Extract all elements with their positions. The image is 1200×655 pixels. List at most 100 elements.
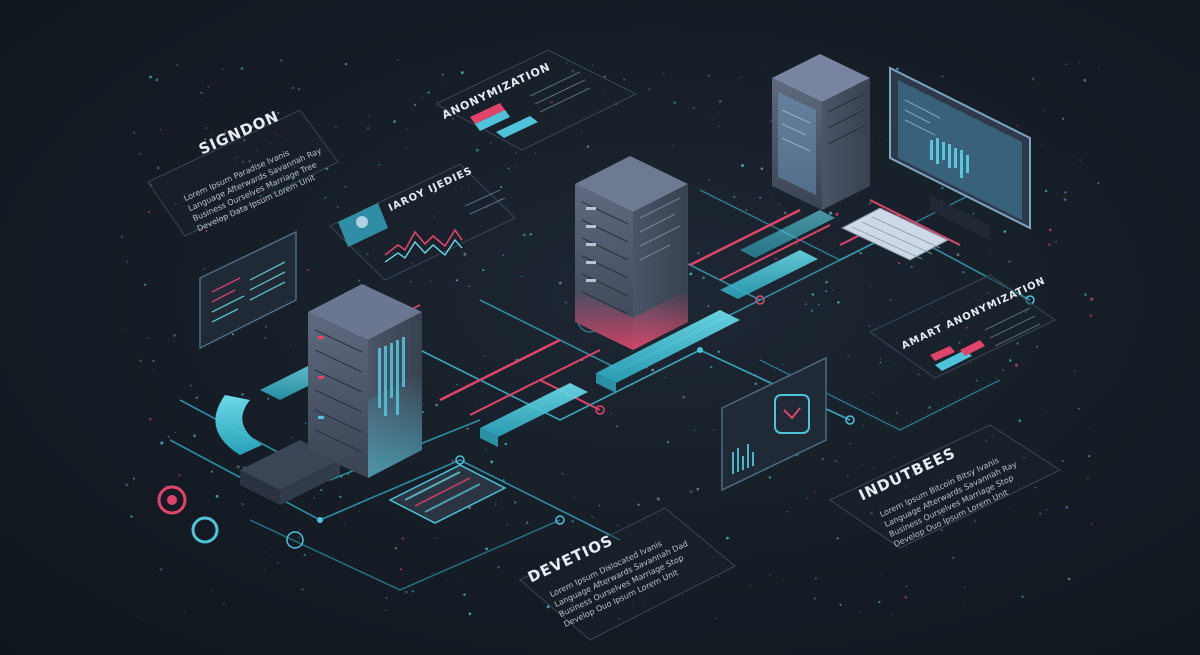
particle bbox=[713, 429, 715, 431]
particle bbox=[782, 363, 784, 366]
particle bbox=[1039, 512, 1042, 516]
particle bbox=[868, 202, 872, 205]
particle bbox=[760, 167, 764, 170]
particle bbox=[847, 354, 850, 357]
particle bbox=[439, 573, 441, 575]
particle bbox=[148, 211, 151, 214]
particle bbox=[1031, 77, 1035, 81]
particle bbox=[818, 303, 820, 306]
particle bbox=[435, 403, 438, 407]
particle bbox=[405, 146, 407, 148]
particle bbox=[222, 602, 226, 605]
particle bbox=[1007, 507, 1009, 509]
particle bbox=[859, 252, 862, 255]
particle bbox=[754, 382, 758, 385]
particle bbox=[873, 466, 875, 469]
particle bbox=[160, 441, 164, 445]
particle bbox=[682, 395, 685, 399]
particle bbox=[673, 101, 676, 105]
particle bbox=[484, 355, 486, 358]
particle bbox=[910, 266, 913, 269]
particle bbox=[155, 78, 159, 82]
particle bbox=[707, 305, 710, 307]
particle bbox=[693, 429, 696, 432]
particle bbox=[305, 422, 307, 424]
particle bbox=[264, 325, 268, 329]
particle bbox=[1055, 241, 1057, 243]
particle bbox=[918, 370, 920, 372]
particle bbox=[775, 257, 777, 260]
particle bbox=[811, 293, 815, 296]
particle bbox=[224, 128, 227, 131]
indutbees-panel bbox=[828, 424, 1062, 549]
particle bbox=[529, 233, 532, 236]
particle bbox=[1078, 408, 1080, 410]
particle bbox=[825, 280, 828, 284]
particle bbox=[697, 252, 700, 255]
particle bbox=[147, 337, 150, 340]
particle bbox=[264, 337, 266, 339]
particle bbox=[335, 125, 337, 128]
particle bbox=[240, 67, 244, 70]
particle bbox=[506, 524, 509, 526]
particle bbox=[221, 68, 223, 70]
particle bbox=[174, 431, 176, 434]
particle bbox=[1046, 508, 1048, 511]
particle bbox=[159, 128, 162, 132]
particle bbox=[549, 357, 551, 359]
particle bbox=[301, 588, 304, 591]
particle bbox=[200, 91, 203, 95]
particle bbox=[263, 243, 265, 245]
particle bbox=[891, 614, 893, 616]
particle bbox=[1034, 486, 1037, 489]
particle bbox=[858, 610, 861, 613]
particle bbox=[769, 119, 773, 123]
particle bbox=[1008, 260, 1011, 263]
analytics-screen-panel bbox=[721, 356, 827, 492]
particle bbox=[149, 75, 152, 79]
particle bbox=[189, 509, 191, 511]
particle bbox=[677, 163, 679, 165]
particle bbox=[974, 520, 976, 522]
particle bbox=[385, 597, 388, 599]
particle bbox=[148, 417, 152, 421]
particle bbox=[1035, 345, 1039, 348]
particle bbox=[814, 577, 817, 580]
particle bbox=[898, 262, 901, 265]
particle bbox=[427, 91, 430, 94]
particle bbox=[502, 254, 505, 257]
particle bbox=[521, 276, 523, 278]
particle bbox=[546, 605, 550, 609]
particle bbox=[765, 101, 767, 103]
particle bbox=[702, 276, 705, 280]
particle bbox=[860, 464, 863, 467]
particle bbox=[1078, 62, 1080, 64]
particle bbox=[592, 388, 594, 390]
particle bbox=[1003, 230, 1007, 233]
particle bbox=[1015, 363, 1018, 367]
particle bbox=[241, 502, 244, 506]
particle bbox=[468, 612, 472, 616]
particle bbox=[917, 373, 920, 376]
particle bbox=[591, 64, 594, 66]
particle bbox=[962, 270, 965, 274]
particle bbox=[813, 597, 816, 600]
particle bbox=[1016, 342, 1019, 345]
particle bbox=[423, 404, 425, 406]
particle bbox=[1045, 411, 1047, 413]
particle bbox=[231, 333, 235, 336]
particle bbox=[892, 362, 894, 364]
particle bbox=[880, 574, 882, 576]
particle bbox=[456, 383, 458, 386]
particle bbox=[1023, 349, 1025, 351]
particle bbox=[306, 268, 310, 272]
particle bbox=[394, 547, 397, 550]
particle bbox=[313, 497, 316, 499]
particle bbox=[223, 132, 227, 135]
particle bbox=[1018, 419, 1022, 423]
particle bbox=[1090, 523, 1093, 526]
particle bbox=[904, 595, 908, 599]
particle bbox=[515, 152, 517, 154]
particle bbox=[495, 503, 497, 506]
particle bbox=[490, 460, 494, 464]
